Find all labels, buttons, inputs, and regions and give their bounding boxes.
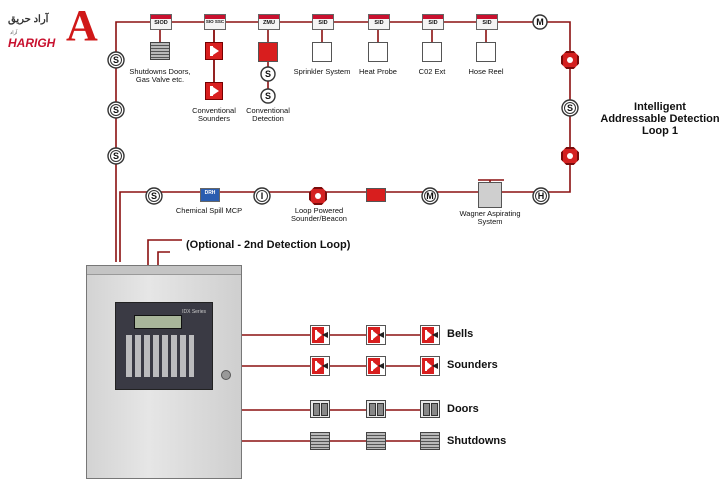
sounder-icon [205, 42, 223, 60]
red-detector-icon [561, 147, 579, 165]
svg-text:S: S [113, 151, 119, 161]
hose-reel-label: Hose Reel [468, 67, 504, 76]
logo-mark: A [66, 1, 98, 50]
door-icon [366, 400, 386, 418]
shutdowns-label: Shutdowns [447, 435, 507, 447]
hose-reel-icon [476, 42, 496, 62]
smoke-detector-symbol: S [107, 101, 125, 119]
sounder-icon [205, 82, 223, 100]
smoke-detector-symbol: S [145, 187, 163, 205]
detection-loop-wire [115, 21, 571, 262]
shutdown-device-icon [150, 42, 170, 60]
co2-label: C02 Ext [418, 67, 446, 76]
smoke-detector-symbol: S [260, 88, 276, 104]
panel-display [134, 315, 182, 329]
conventional-zone-icon [258, 42, 278, 62]
shutdown-icon [310, 432, 330, 450]
sprinkler-icon [312, 42, 332, 62]
wagner-label: Wagner Aspirating System [459, 209, 521, 226]
wagner-aspirating-icon [478, 182, 502, 208]
zmu-module: ZMU [258, 14, 280, 30]
sid-module: SID [368, 14, 390, 30]
bell-icon: ◀ [366, 325, 386, 345]
svg-text:S: S [113, 55, 119, 65]
siod-module: SIOD [150, 14, 172, 30]
panel-lock [221, 370, 231, 380]
company-logo: آراد حریق آراد HARIGH A [2, 2, 112, 58]
sounder-icon: ◀ [310, 356, 330, 376]
detection-label: Conventional Detection [246, 106, 290, 123]
isolator-symbol: I [253, 187, 271, 205]
svg-text:S: S [567, 103, 573, 113]
svg-text:I: I [261, 191, 264, 201]
bell-icon: ◀ [420, 325, 440, 345]
svg-text:S: S [151, 191, 157, 201]
smoke-detector-symbol: S [107, 51, 125, 69]
heat-detector-symbol: H [532, 187, 550, 205]
svg-text:S: S [265, 69, 271, 79]
svg-text:H: H [538, 191, 545, 201]
multi-detector-symbol: M [421, 187, 439, 205]
shutdown-icon [420, 432, 440, 450]
heat-probe-label: Heat Probe [359, 67, 397, 76]
multi-detector-symbol: M [532, 14, 548, 30]
loop-sounder-icon [309, 187, 327, 205]
chemical-spill-label: Chemical Spill MCP [175, 206, 243, 215]
panel-brand: IDX Series [182, 309, 206, 315]
door-icon [420, 400, 440, 418]
siod-label: Shutdowns Doors, Gas Valve etc. [129, 67, 191, 84]
doors-label: Doors [447, 403, 479, 415]
svg-text:M: M [536, 17, 544, 27]
smoke-detector-symbol: S [561, 99, 579, 117]
sid-module: SID [476, 14, 498, 30]
sounders-label: Conventional Sounders [192, 106, 236, 123]
logo-farsi-text: آراد حریق [8, 14, 49, 25]
co2-extinguisher-icon [422, 42, 442, 62]
smoke-detector-symbol: S [260, 66, 276, 82]
svg-text:S: S [113, 105, 119, 115]
sounders-output-label: Sounders [447, 359, 498, 371]
bell-icon: ◀ [310, 325, 330, 345]
heat-probe-icon [368, 42, 388, 62]
sprinkler-label: Sprinkler System [293, 67, 351, 76]
sid-module: SID [312, 14, 334, 30]
loop-sounder-label: Loop Powered Sounder/Beacon [291, 206, 347, 223]
sid-module: SID [422, 14, 444, 30]
sounder-icon: ◀ [420, 356, 440, 376]
shutdown-icon [366, 432, 386, 450]
panel-keypad [126, 335, 194, 377]
logo-subtitle: آراد [10, 30, 18, 36]
sio-ssc-module: SIO SSC [204, 14, 226, 30]
smoke-detector-symbol: S [107, 147, 125, 165]
panel-front: IDX Series [115, 302, 213, 390]
optional-loop-wire [147, 239, 182, 265]
logo-english-text: HARIGH [8, 36, 56, 50]
loop-title: Intelligent Addressable Detection Loop 1 [600, 101, 720, 137]
red-module-icon [366, 188, 386, 202]
optional-loop-label: (Optional - 2nd Detection Loop) [186, 239, 351, 251]
svg-text:M: M [426, 191, 434, 201]
svg-text:S: S [265, 91, 271, 101]
red-detector-icon [561, 51, 579, 69]
chemical-spill-mcp-icon: DRH [200, 188, 220, 202]
door-icon [310, 400, 330, 418]
fire-alarm-panel: IDX Series [86, 265, 242, 479]
bells-label: Bells [447, 328, 474, 340]
sounder-icon: ◀ [366, 356, 386, 376]
